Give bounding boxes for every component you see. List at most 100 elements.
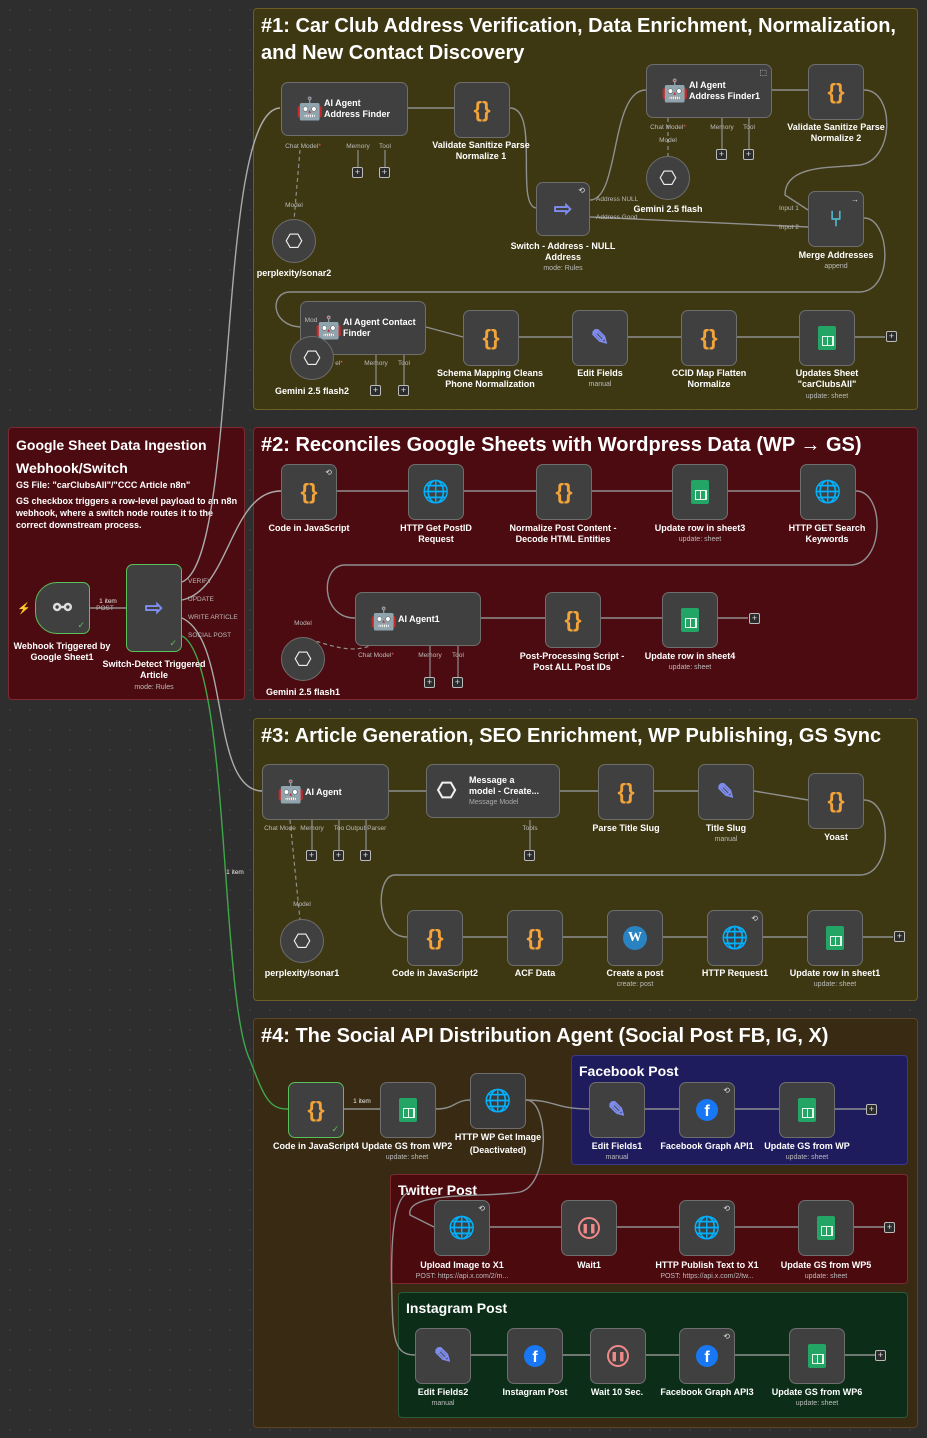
port-tools[interactable]: Tools — [522, 825, 538, 832]
node-code-javascript[interactable]: {} ⟲ — [281, 464, 337, 520]
node-merge-addresses[interactable]: ⑂ → — [808, 191, 864, 247]
add-node-button[interactable]: + — [894, 931, 905, 942]
port-write-article[interactable]: WRITE ARTICLE — [188, 614, 238, 621]
node-edit-fields[interactable]: ✎ — [572, 310, 628, 366]
port-output-parser[interactable]: Output Parser — [345, 825, 387, 832]
add-output-parser-button[interactable]: + — [360, 850, 371, 861]
node-webhook[interactable]: ⚯ ✓ — [35, 582, 90, 634]
add-memory-button[interactable]: + — [352, 167, 363, 178]
node-http-get-postid[interactable]: 🌐 — [408, 464, 464, 520]
node-code-javascript4[interactable]: {} ✓ — [288, 1082, 344, 1138]
openai-icon[interactable]: ⎔ — [280, 919, 324, 963]
port-address-good[interactable]: Address Good — [596, 214, 638, 221]
label-code-javascript2: Code in JavaScript2 — [391, 968, 479, 978]
sub-update-sheet3: update: sheet — [678, 536, 722, 543]
node-http-publish-text[interactable]: 🌐 ⟲ — [679, 1200, 735, 1256]
port-tool[interactable]: Tool — [452, 652, 464, 659]
openai-icon[interactable]: ⎔ — [272, 219, 316, 263]
port-input-2[interactable]: Input 2 — [779, 224, 799, 231]
node-switch-null[interactable]: ⇨ ⟲ — [536, 182, 590, 236]
port-memory[interactable]: Memory — [418, 652, 442, 659]
node-http-wp-get-image[interactable]: 🌐 — [470, 1073, 526, 1129]
node-update-sheet1[interactable] — [807, 910, 863, 966]
port-chat-model[interactable]: Chat Model — [650, 124, 686, 131]
add-tool-button[interactable]: + — [379, 167, 390, 178]
node-parse-title-slug[interactable]: {} — [598, 764, 654, 820]
port-tool[interactable]: Tool — [379, 143, 391, 150]
node-validate-1[interactable]: {} — [454, 82, 510, 138]
add-node-button[interactable]: + — [884, 1222, 895, 1233]
node-update-sheet3[interactable] — [672, 464, 728, 520]
port-chat-model-tail[interactable]: el — [335, 360, 343, 367]
node-yoast[interactable]: {} — [808, 773, 864, 829]
node-validate-2[interactable]: {} — [808, 64, 864, 120]
node-title-slug[interactable]: ✎ — [698, 764, 754, 820]
node-wait-10-sec[interactable]: ❚❚ — [590, 1328, 646, 1384]
node-post-processing[interactable]: {} — [545, 592, 601, 648]
section-1-title: #1: Car Club Address Verification, Data … — [261, 15, 896, 64]
node-instagram-post[interactable]: f — [507, 1328, 563, 1384]
node-create-post[interactable]: W — [607, 910, 663, 966]
node-title-line2: Address Finder1 — [689, 91, 761, 101]
node-edit-fields1[interactable]: ✎ — [589, 1082, 645, 1138]
node-ai-agent[interactable]: 🤖 AI Agent — [262, 764, 389, 820]
port-chat-model[interactable]: Chat Mode — [264, 825, 296, 832]
port-tool[interactable]: Tool — [743, 124, 755, 131]
node-http-request1[interactable]: 🌐 ⟲ — [707, 910, 763, 966]
openai-icon[interactable]: ⎔ — [646, 156, 690, 200]
add-node-button[interactable]: + — [886, 331, 897, 342]
add-node-button[interactable]: + — [866, 1104, 877, 1115]
add-memory-button[interactable]: + — [370, 385, 381, 396]
node-update-gs-wp5[interactable] — [798, 1200, 854, 1256]
add-memory-button[interactable]: + — [424, 677, 435, 688]
node-update-gs-wp2[interactable] — [380, 1082, 436, 1138]
port-memory[interactable]: Memory — [364, 360, 388, 367]
node-wait1[interactable]: ❚❚ — [561, 1200, 617, 1256]
node-facebook-graph3[interactable]: f ⟲ — [679, 1328, 735, 1384]
label-http-image-line1: HTTP WP Get Image — [454, 1132, 542, 1142]
add-tool-button[interactable]: + — [333, 850, 344, 861]
port-memory[interactable]: Memory — [300, 825, 324, 832]
port-address-null[interactable]: Address NULL — [596, 196, 639, 203]
port-memory[interactable]: Memory — [710, 124, 734, 131]
port-chat-model[interactable]: Chat Model — [285, 143, 321, 150]
node-upload-image-x1[interactable]: 🌐 ⟲ — [434, 1200, 490, 1256]
node-ai-agent1[interactable]: 🤖 AI Agent1 — [355, 592, 481, 646]
node-acf-data[interactable]: {} — [507, 910, 563, 966]
add-tools-button[interactable]: + — [524, 850, 535, 861]
node-update-sheet4[interactable] — [662, 592, 718, 648]
node-update-gs-wp[interactable] — [779, 1082, 835, 1138]
openai-icon[interactable]: ⎔ — [290, 336, 334, 380]
port-tool[interactable]: Tool — [398, 360, 410, 367]
add-memory-button[interactable]: + — [306, 850, 317, 861]
add-node-button[interactable]: + — [749, 613, 760, 624]
port-update[interactable]: UPDATE — [188, 596, 214, 603]
port-tool[interactable]: Too — [333, 825, 345, 832]
add-node-button[interactable]: + — [875, 1350, 886, 1361]
add-tool-button[interactable]: + — [743, 149, 754, 160]
node-code-javascript2[interactable]: {} — [407, 910, 463, 966]
port-social-post[interactable]: SOCIAL POST — [188, 632, 232, 639]
webhook-icon: ⚯ — [53, 595, 72, 620]
port-chat-model[interactable]: Chat Model — [358, 652, 394, 659]
add-memory-button[interactable]: + — [716, 149, 727, 160]
node-switch-detect[interactable]: ⇨ ✓ — [126, 564, 182, 652]
node-schema-mapping[interactable]: {} — [463, 310, 519, 366]
node-edit-fields2[interactable]: ✎ — [415, 1328, 471, 1384]
node-update-gs-wp6[interactable] — [789, 1328, 845, 1384]
node-ccid-map[interactable]: {} — [681, 310, 737, 366]
add-tool-button[interactable]: + — [398, 385, 409, 396]
openai-icon[interactable]: ⎔ — [281, 637, 325, 681]
add-tool-button[interactable]: + — [452, 677, 463, 688]
port-input-1[interactable]: Input 1 — [779, 205, 799, 212]
node-updates-sheet[interactable] — [799, 310, 855, 366]
node-normalize-post[interactable]: {} — [536, 464, 592, 520]
node-http-get-search[interactable]: 🌐 — [800, 464, 856, 520]
port-verify[interactable]: VERIFY — [188, 578, 212, 585]
port-memory[interactable]: Memory — [346, 143, 370, 150]
node-facebook-graph1[interactable]: f ⟲ — [679, 1082, 735, 1138]
